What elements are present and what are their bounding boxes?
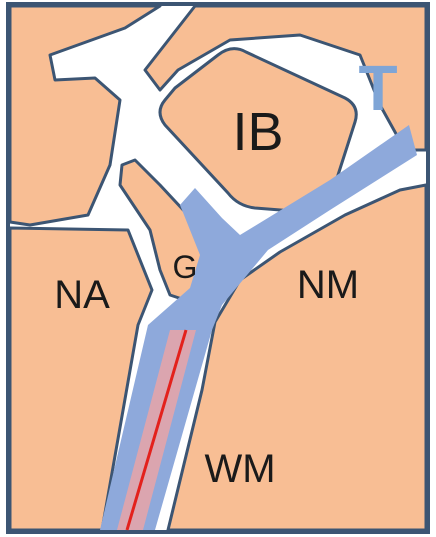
label-t: T [358, 52, 397, 124]
label-g: G [173, 249, 198, 285]
label-na: NA [54, 273, 110, 317]
label-ib: IB [232, 102, 283, 162]
label-wm: WM [204, 447, 275, 491]
label-nm: NM [297, 263, 359, 307]
